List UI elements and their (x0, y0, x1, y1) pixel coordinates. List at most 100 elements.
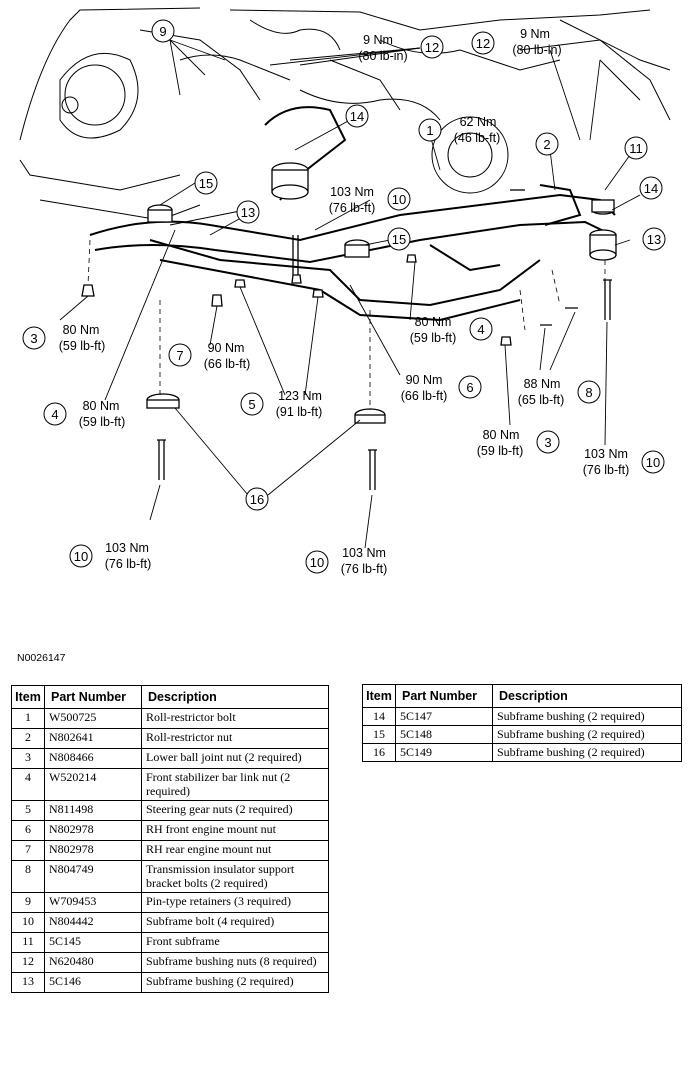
svg-text:14: 14 (644, 181, 658, 196)
callout-5: 5 123 Nm (91 lb-ft) (240, 389, 322, 419)
item-cell: 1 (11, 708, 45, 729)
callout-14-right: 14 (639, 176, 663, 200)
part-number-cell: N802641 (44, 728, 142, 749)
part-number-cell: N802978 (44, 840, 142, 861)
svg-text:10: 10 (310, 555, 324, 570)
item-cell: 13 (11, 972, 45, 993)
description-cell: Steering gear nuts (2 required) (141, 800, 329, 821)
svg-text:4: 4 (51, 407, 58, 422)
item-cell: 14 (362, 707, 396, 726)
svg-text:6: 6 (466, 380, 473, 395)
callout-12-right: 12 9 Nm (80 lb-in) (471, 27, 562, 57)
svg-text:(76 lb-ft): (76 lb-ft) (583, 463, 630, 477)
item-cell: 16 (362, 743, 396, 762)
item-cell: 4 (11, 768, 45, 801)
callout-15-center: 15 (387, 227, 411, 251)
svg-text:103 Nm: 103 Nm (584, 447, 628, 461)
subframe-bolts (157, 189, 612, 490)
svg-text:12: 12 (476, 36, 490, 51)
header-description: Description (492, 684, 682, 708)
svg-text:103 Nm: 103 Nm (330, 185, 374, 199)
callout-4-center: 80 Nm (59 lb-ft) 4 (410, 315, 493, 345)
part-number-cell: 5C148 (395, 725, 493, 744)
item-cell: 3 (11, 748, 45, 769)
item-cell: 9 (11, 892, 45, 913)
svg-text:(76 lb-ft): (76 lb-ft) (329, 201, 376, 215)
part-number-cell: 5C146 (44, 972, 142, 993)
svg-text:8: 8 (585, 385, 592, 400)
part-number-cell: N804442 (44, 912, 142, 933)
callouts: 9 9 Nm (80 lb-in) 12 12 9 Nm (80 lb-in) … (22, 19, 666, 576)
description-cell: Roll-restrictor nut (141, 728, 329, 749)
description-cell: RH front engine mount nut (141, 820, 329, 841)
table-header-row: Item Part Number Description (362, 684, 682, 708)
svg-text:103 Nm: 103 Nm (105, 541, 149, 555)
svg-text:(66 lb-ft): (66 lb-ft) (401, 389, 448, 403)
item-cell: 15 (362, 725, 396, 744)
bushings-and-fasteners (81, 162, 617, 424)
svg-text:103 Nm: 103 Nm (342, 546, 386, 560)
callout-10-left: 10 103 Nm (76 lb-ft) (69, 541, 152, 571)
description-cell: Subframe bushing (2 required) (141, 972, 329, 993)
description-cell: Subframe bushing (2 required) (492, 725, 682, 744)
callout-10-center: 103 Nm (76 lb-ft) 10 (329, 185, 411, 215)
callout-9: 9 (151, 19, 175, 43)
svg-text:(76 lb-ft): (76 lb-ft) (105, 557, 152, 571)
description-cell: Subframe bushing (2 required) (492, 707, 682, 726)
callout-15-left: 15 (194, 171, 218, 195)
svg-text:5: 5 (248, 397, 255, 412)
description-cell: RH rear engine mount nut (141, 840, 329, 861)
part-number-cell: N808466 (44, 748, 142, 769)
header-item: Item (362, 684, 396, 708)
svg-text:2: 2 (543, 137, 550, 152)
svg-text:3: 3 (544, 435, 551, 450)
exploded-diagram: 9 9 Nm (80 lb-in) 12 12 9 Nm (80 lb-in) … (19, 7, 671, 576)
svg-text:(59 lb-ft): (59 lb-ft) (79, 415, 126, 429)
svg-text:90 Nm: 90 Nm (208, 341, 245, 355)
callout-8: 88 Nm (65 lb-ft) 8 (518, 377, 601, 407)
svg-text:15: 15 (392, 232, 406, 247)
description-cell: Subframe bushing (2 required) (492, 743, 682, 762)
callout-13-right: 13 (642, 227, 666, 251)
callout-6: 90 Nm (66 lb-ft) 6 (401, 373, 482, 403)
description-cell: Subframe bolt (4 required) (141, 912, 329, 933)
svg-text:(80 lb-in): (80 lb-in) (512, 43, 561, 57)
svg-text:14: 14 (350, 109, 364, 124)
figure-code: N0026147 (17, 652, 66, 664)
description-cell: Subframe bushing nuts (8 required) (141, 952, 329, 973)
callout-7: 7 90 Nm (66 lb-ft) (168, 341, 251, 371)
svg-text:(65 lb-ft): (65 lb-ft) (518, 393, 565, 407)
svg-text:3: 3 (30, 331, 37, 346)
callout-16: 16 (245, 487, 269, 511)
svg-text:90 Nm: 90 Nm (406, 373, 443, 387)
svg-text:(59 lb-ft): (59 lb-ft) (59, 339, 106, 353)
svg-text:10: 10 (74, 549, 88, 564)
subframe-illustration: 9 9 Nm (80 lb-in) 12 12 9 Nm (80 lb-in) … (19, 7, 671, 576)
description-cell: Front subframe (141, 932, 329, 953)
svg-text:10: 10 (392, 192, 406, 207)
callout-3-right: 80 Nm (59 lb-ft) 3 (477, 428, 560, 458)
svg-text:4: 4 (477, 322, 484, 337)
svg-text:80 Nm: 80 Nm (83, 399, 120, 413)
item-cell: 8 (11, 860, 45, 893)
svg-text:10: 10 (646, 455, 660, 470)
part-number-cell: 5C147 (395, 707, 493, 726)
item-cell: 5 (11, 800, 45, 821)
dashed-alignment-lines (87, 239, 606, 410)
callout-13-left: 13 (236, 200, 260, 224)
svg-text:7: 7 (176, 348, 183, 363)
item-cell: 6 (11, 820, 45, 841)
svg-text:(66 lb-ft): (66 lb-ft) (204, 357, 251, 371)
part-number-cell: N802978 (44, 820, 142, 841)
svg-text:(59 lb-ft): (59 lb-ft) (410, 331, 457, 345)
item-cell: 7 (11, 840, 45, 861)
